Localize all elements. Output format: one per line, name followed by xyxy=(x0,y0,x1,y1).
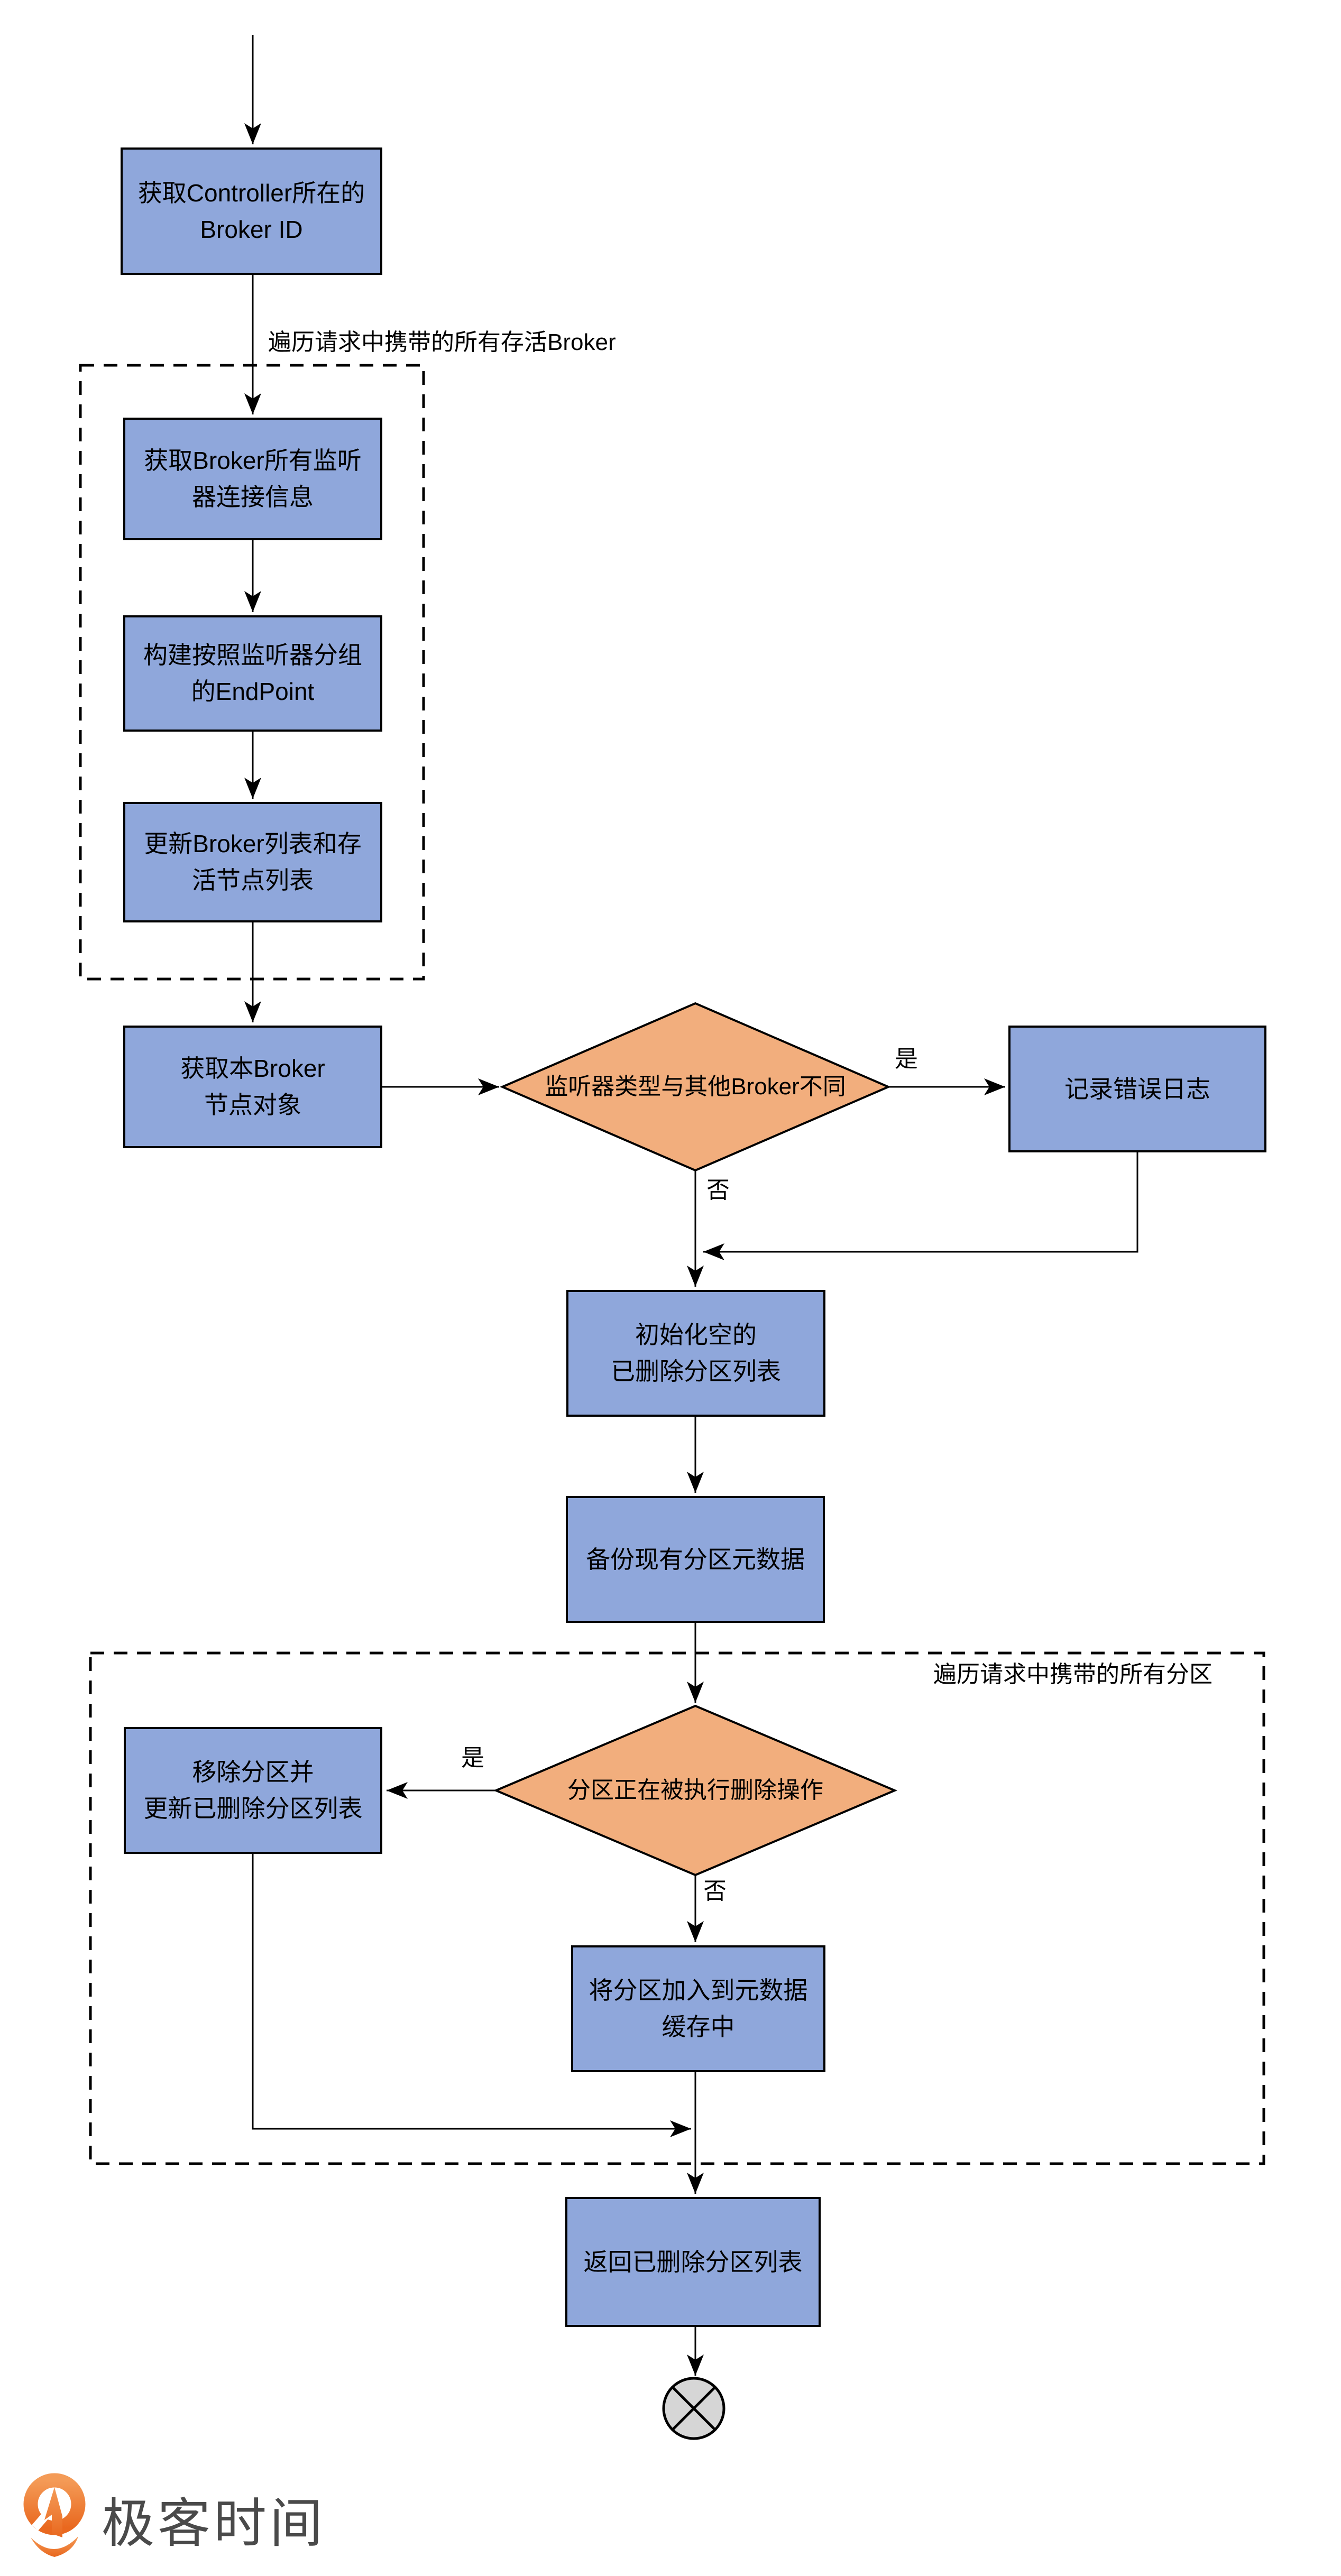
branch-label-yes-2: 是 xyxy=(461,1745,484,1771)
geektime-logo-icon xyxy=(23,2473,86,2557)
process-node-update-broker-list: 更新Broker列表和存 活节点列表 xyxy=(123,802,382,922)
process-node-remove-partition: 移除分区并 更新已删除分区列表 xyxy=(124,1727,382,1854)
loop-label-alive-brokers: 遍历请求中携带的所有存活Broker xyxy=(268,329,616,355)
process-node-get-controller-broker-id: 获取Controller所在的 Broker ID xyxy=(121,147,382,275)
branch-label-no-1: 否 xyxy=(706,1177,730,1203)
process-node-build-endpoint: 构建按照监听器分组 的EndPoint xyxy=(123,615,382,732)
geektime-logo-text: 极客时间 xyxy=(102,2494,326,2553)
arrow-logerror-merge xyxy=(703,1152,1138,1260)
process-node-log-error: 记录错误日志 xyxy=(1008,1026,1266,1152)
process-node-backup-partition-metadata: 备份现有分区元数据 xyxy=(566,1496,825,1623)
end-node-icon xyxy=(662,2377,725,2440)
decision-diamond-listener-type xyxy=(499,1002,892,1172)
arrow-remove-merge xyxy=(252,1854,691,2137)
process-node-get-local-broker-node: 获取本Broker 节点对象 xyxy=(123,1026,382,1148)
branch-label-no-2: 否 xyxy=(703,1878,727,1904)
process-node-init-deleted-partition-list: 初始化空的 已删除分区列表 xyxy=(566,1290,825,1417)
process-node-return-deleted-partition-list: 返回已删除分区列表 xyxy=(565,2197,821,2327)
loop-region-all-partitions xyxy=(89,1651,1265,2165)
branch-label-yes-1: 是 xyxy=(895,1046,918,1072)
loop-label-all-partitions: 遍历请求中携带的所有分区 xyxy=(933,1661,1213,1687)
process-node-add-partition-to-cache: 将分区加入到元数据 缓存中 xyxy=(571,1945,825,2072)
decision-diamond-partition-deleting xyxy=(493,1704,898,1877)
process-node-get-broker-listeners: 获取Broker所有监听 器连接信息 xyxy=(123,418,382,540)
